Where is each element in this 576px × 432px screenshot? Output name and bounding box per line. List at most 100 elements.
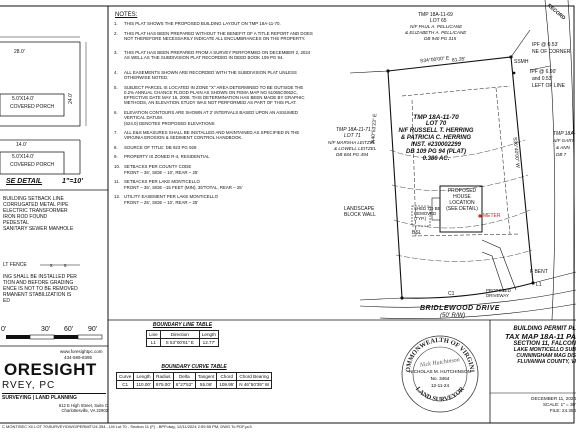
neighbor-right-owner2: & ANN [556,145,570,150]
line-table-header: Line [146,330,161,339]
neighbor-left-owner1: N/F MARSHA LEITZEL [328,140,376,145]
title-block: BUILDING PERMIT PL TAX MAP 18A-11 PA SEC… [490,326,576,365]
note-text: ELEVATION CONTOURS ARE SHOWN AT 2' INTER… [124,109,298,120]
note-number: 4. [114,70,118,76]
table-cell: N 46°50'39" W [236,380,273,389]
note-number: 8. [114,144,118,150]
curve-table-header: Chord [216,372,238,381]
legend-item: IRON ROD FOUND [3,214,48,220]
neighbor-top-db: DB 940 PG 315 [424,36,457,41]
note-item: 12.UTILITY EASEMENT PER LAKE MONTICELLO [114,194,314,199]
proposed-house-label: PROPOSED HOUSE LOCATION (SEE DETAIL) [442,188,482,212]
firm-name: ORESIGHT [4,360,97,379]
title-line: TAX MAP 18A-11 PA [505,332,576,341]
seal-license: No. 3464 [431,376,450,381]
road-name: BRIDLEWOOD DRIVE [420,305,500,312]
note-item: 3.THIS PLAT HAS BEEN PREPARED FROM A SUR… [114,50,314,60]
note-item: 11.SETBACKS PER LAKE MONTICELLO [114,179,314,184]
note-number: 1. [114,21,118,26]
subject-parcel-label: TMP 18A-11-70 LOT 70 N/F RUSSELL T. HERR… [386,114,486,163]
seal-signature: Nick Hutchinson [419,357,461,369]
note-item: FRONT – 35', SIDE – 10', REAR – 25' [114,170,314,175]
shed-label: SHED TO BE REMOVED (TYP.) [414,206,441,221]
note-text: SUBJECT PARCEL IS LOCATED IN ZONE "X" AR… [124,84,305,106]
firm-divider [2,393,106,394]
legend-item: PEDESTAL [3,220,29,226]
note-text: UTILITY EASEMENT PER LAKE MONTICELLO [124,194,219,200]
subject-inst: INST. #230002299 [411,142,461,148]
erosion-note-line: ING SHALL BE INSTALLED PER [3,274,77,280]
detail-porch2-label: COVERED PORCH [10,162,55,168]
note-number: 5. [114,84,118,90]
svg-text:x: x [50,263,53,268]
erosion-note-line: RMANENT STABILIZATION IS [3,292,72,298]
note-text: SETBACKS PER LAKE MONTICELLO [124,179,200,185]
neighbor-right-tmp: TMP 18A- [553,131,576,137]
table-cell: 975.00' [152,380,174,389]
note-number: 12. [114,194,121,200]
fence-symbol: x x [40,263,80,268]
ipf-label-2b: and 0.53' [532,76,553,82]
ipf-label-2: IPF @ 6.90' [530,69,557,75]
table-cell: 6°27'52" [172,380,196,389]
detail-dim-bottom: 14.0' [16,142,27,148]
neighbor-top-tmp: TMP 18A-11-69 [418,12,453,18]
house-label-line: LOCATION [449,200,475,206]
detail-dim-top: 28.0' [14,49,25,55]
title-line: LAKE MONTICELLO SUB [513,347,576,353]
table-cell: 55.06' [194,380,218,389]
note-text: SETBACKS PER COUNTY CODE [124,164,192,169]
driveway-label: PROPOSED DRIVEWAY [486,288,511,298]
erosion-note-line: ENCE IS NOT TO BE REMOVED [3,286,78,292]
note-text: ALL EASEMENTS SHOWN ARE RECORDED WITH TH… [124,70,297,81]
legend-item: SANITARY SEWER MANHOLE [3,226,74,232]
note-item: 4. ALL EASEMENTS SHOWN ARE RECORDED WITH … [114,70,314,80]
legend-item: BUILDING SETBACK LINE [3,196,64,202]
plat-drawing [349,0,576,320]
detail-porch1-label: COVERED PORCH [10,104,55,110]
title-line: CUNNINGHAM MAG DIS [516,353,576,359]
note-text: FRONT – 25', SIDE – 10', REAR – 25' [124,200,199,205]
note-number: 10. [114,164,121,169]
bsl-label: BSL [412,230,422,236]
scale-label: 90' [88,326,98,333]
ipf-label-2c: LEFT OF LINE [532,83,565,89]
table-row: C1 110.00' 975.00' 6°27'52" 55.06' 109.9… [115,380,273,389]
curve-table-header: Chord Bearing [236,372,273,381]
house-detail-drawing [0,36,87,175]
road-row: (50' R/W) [440,313,466,319]
title-line: SECTION 11, FALCON [513,341,576,347]
firm-phone: 434-589-8395 [64,355,93,360]
detail-porch1-size: 5.0'X14.0' [12,96,34,102]
plat-scale: SCALE: 1" = 30' [542,402,576,407]
sewer-manhole-label: SSMH [514,59,529,65]
scale-label: 60' [64,326,74,333]
line-l1-label: L1 [536,282,542,288]
neighbor-top-lot: LOT 65 [430,18,447,24]
table-cell: 109.95' [216,380,238,389]
plat-file: FILE: 24.354 [549,408,576,413]
curve-table-header: Length [133,372,154,381]
file-path-footer: C MONTISEC XI\ LOT 70\SURVEY\DWG\PERMIT\… [0,424,576,432]
curve-table-header: Radius [152,372,174,381]
title-line: FLUVANNA COUNTY, VI [517,359,576,365]
neighbor-left-lot: LOT 71 [344,133,361,139]
boundary-line-table: BOUNDARY LINE TABLE Line Direction Lengt… [146,322,219,347]
detail-title: SE DETAIL [6,178,43,185]
legend-item: ELECTRIC TRANSFORMER [3,208,68,214]
detail-porch2-size: 5.0'X14.0' [12,154,34,160]
note-number: 6. [114,109,118,115]
ipf-label-1: IPF @ 0.53' [532,42,559,48]
scale-bar [6,334,103,340]
table-cell: S 53°00'01" E [159,338,200,347]
house-label-line: PROPOSED [447,188,477,194]
neighbor-left-tmp: TMP 18A-11-71 [336,127,371,133]
house-label-line: (SEE DETAIL) [446,206,478,212]
neighbor-left-db: DB 684 PG 494 [336,152,369,157]
erosion-note-line: ED [3,298,10,304]
erosion-note-line: TION AND BEFORE GRADING [3,280,74,286]
firm-services: SURVEYING | LAND PLANNING [2,395,77,401]
boundary-curve-table: BOUNDARY CURVE TABLE Curve Length Radius… [115,364,273,389]
curve-table-header: Tangent [194,372,218,381]
note-text: SOURCE OF TITLE: DB 923 PG 928 [124,144,197,150]
